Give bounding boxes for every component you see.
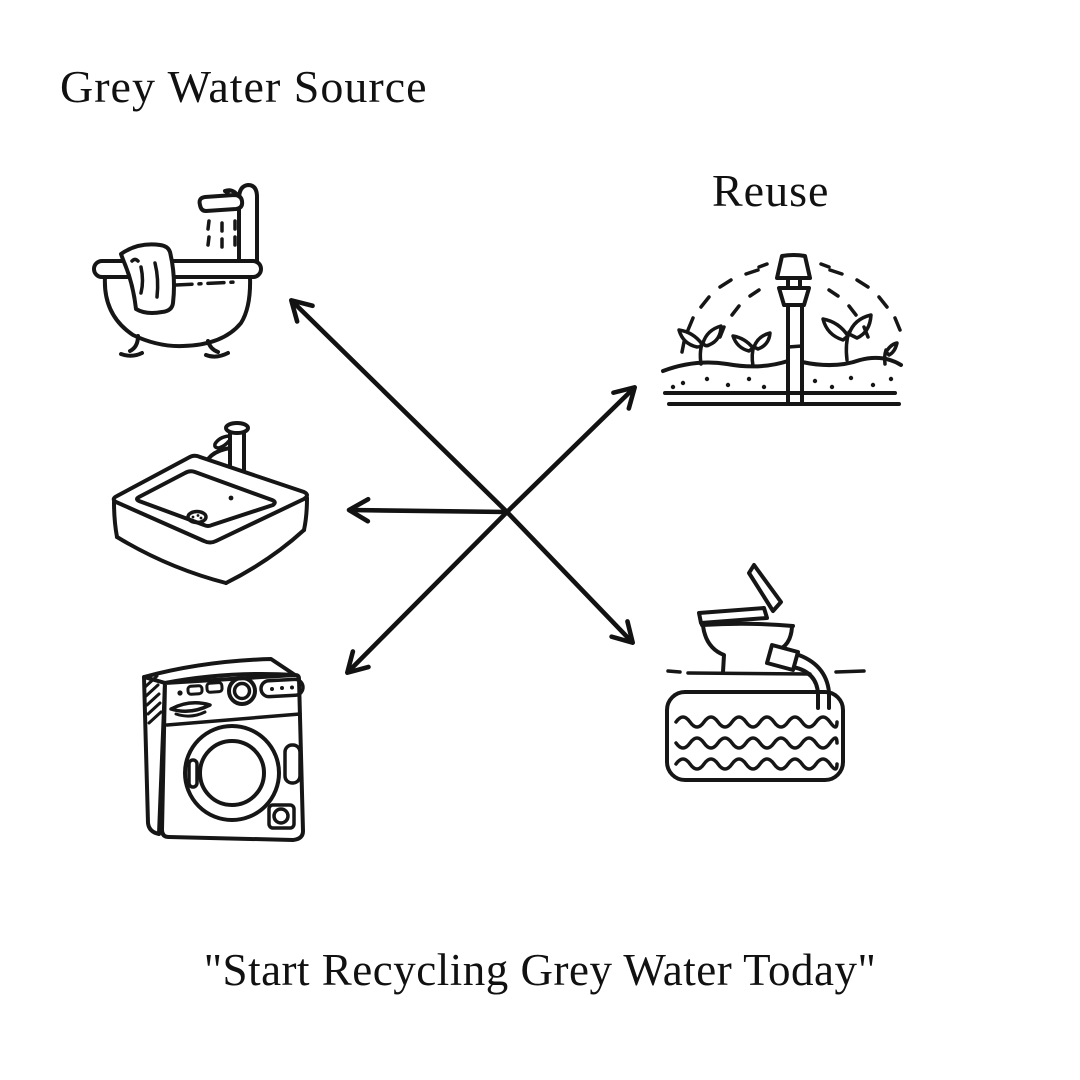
page-title: Grey Water Source: [60, 61, 428, 112]
sink-icon: [108, 420, 313, 590]
tagline: "Start Recycling Grey Water Today": [203, 945, 877, 995]
arrow-to-sprinkler: [504, 385, 638, 515]
washing-machine-icon: [133, 653, 308, 843]
arrow-to-bathtub: [288, 297, 510, 515]
toilet-tank-icon: [660, 560, 890, 790]
arrow-to-washing-machine: [344, 509, 510, 676]
sprinkler-icon: [655, 252, 905, 412]
bathtub-icon: [88, 175, 268, 360]
reuse-heading: Reuse: [712, 165, 830, 216]
arrow-to-sink: [346, 496, 510, 524]
arrow-to-toilet-tank: [504, 509, 635, 646]
